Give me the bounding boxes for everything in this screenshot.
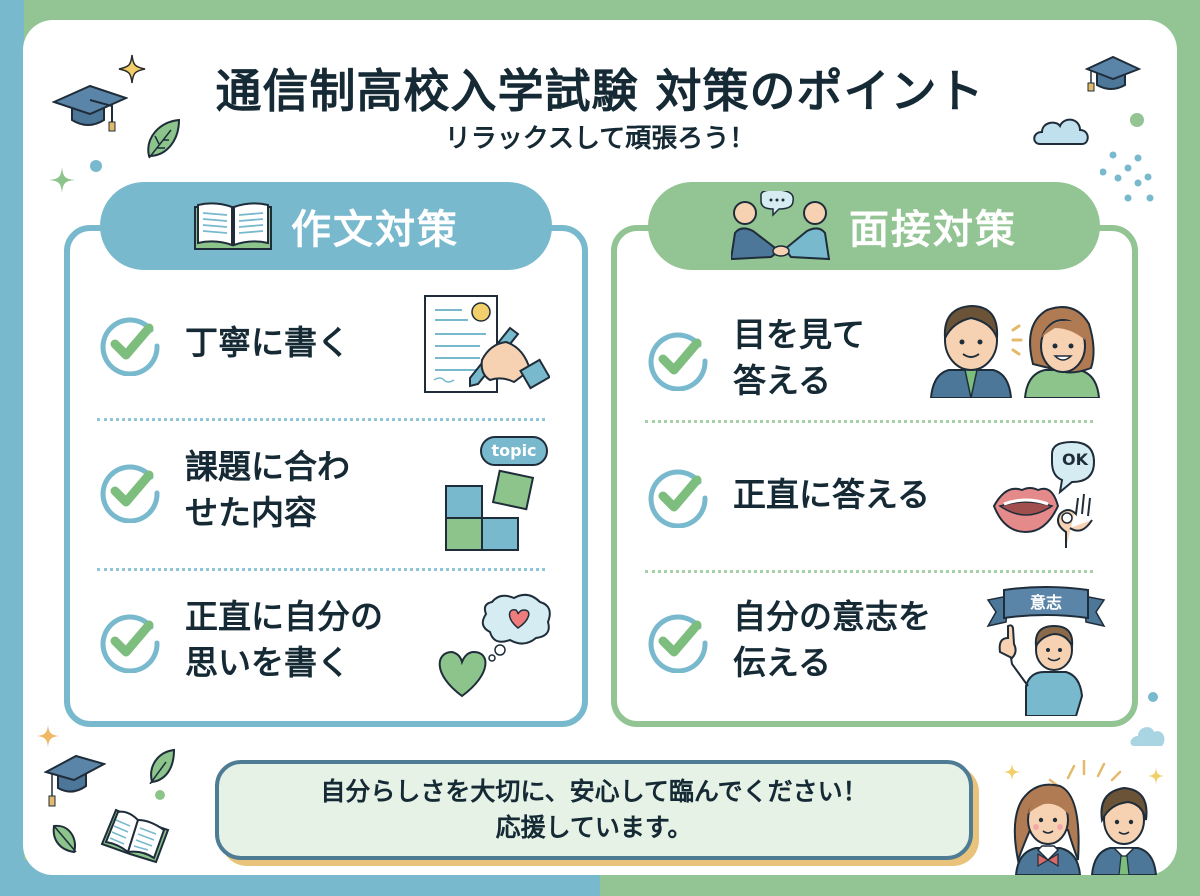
dot-decoration — [90, 160, 102, 172]
graduation-cap-icon — [1085, 55, 1141, 92]
footer-message-box: 自分らしさを大切に、安心して臨んでください！ 応援しています。 — [215, 760, 973, 860]
essay-header: 作文対策 — [100, 182, 552, 270]
open-book-icon — [100, 808, 170, 864]
essay-item-text: 課題に合わ せた内容 — [185, 447, 350, 532]
divider — [645, 570, 1093, 573]
ok-badge: OK — [1062, 450, 1088, 469]
page-subtitle: リラックスして頑張ろう！ — [444, 124, 756, 154]
writing-hand-illustration — [424, 295, 550, 393]
interview-header: 面接対策 — [648, 182, 1100, 270]
essay-item-text: 丁寧に書く — [185, 323, 350, 362]
divider — [97, 418, 545, 421]
check-circle-icon — [100, 317, 160, 376]
will-badge: 意志 — [1029, 593, 1062, 612]
leaf-icon — [147, 118, 181, 159]
dot-decoration — [155, 790, 165, 800]
interview-item-2: 正直に答える — [645, 462, 930, 528]
topic-badge: topic — [480, 436, 548, 466]
leaf-icon — [52, 824, 77, 854]
essay-item-2: 課題に合わ せた内容 — [97, 444, 350, 536]
puzzle-illustration: topic — [440, 434, 550, 554]
leaf-icon — [149, 748, 176, 784]
check-circle-icon — [648, 614, 708, 673]
graduation-cap-icon — [52, 84, 128, 132]
divider — [645, 420, 1093, 423]
mouth-ok-illustration: OK — [990, 440, 1104, 550]
cloud-icon — [1033, 118, 1089, 145]
students-illustration — [1004, 760, 1164, 875]
divider — [97, 568, 545, 571]
check-circle-icon — [100, 464, 160, 523]
page-title: 通信制高校入学試験 対策のポイント — [215, 64, 985, 118]
interview-item-text: 自分の意志を 伝える — [733, 597, 931, 682]
sparkle-icon — [118, 54, 146, 84]
interview-item-3: 自分の意志を 伝える — [645, 594, 931, 686]
essay-section-title: 作文対策 — [291, 207, 459, 253]
footer-line-1: 自分らしさを大切に、安心して臨んでください！ — [320, 777, 868, 806]
interview-item-text: 目を見て 答える — [733, 315, 865, 400]
sparkle-icon — [37, 725, 59, 747]
eye-contact-illustration — [929, 304, 1101, 398]
check-circle-icon — [100, 614, 160, 673]
dots-pattern-decoration — [1100, 151, 1154, 202]
open-book-icon — [194, 202, 272, 250]
essay-item-3: 正直に自分の 思いを書く — [97, 594, 383, 686]
will-banner-illustration: 意志 — [986, 586, 1106, 716]
check-circle-icon — [648, 332, 708, 391]
interview-section-title: 面接対策 — [849, 207, 1017, 253]
check-circle-icon — [648, 469, 708, 528]
essay-item-1: 丁寧に書く — [97, 310, 350, 376]
interview-item-text: 正直に答える — [733, 475, 931, 514]
graduation-cap-icon — [44, 754, 106, 807]
sparkle-green-icon — [49, 167, 75, 193]
cloud-icon — [1130, 727, 1165, 746]
essay-item-text: 正直に自分の 思いを書く — [185, 597, 383, 682]
dot-decoration — [1130, 113, 1144, 127]
background-blue-strip — [0, 0, 24, 896]
footer-line-2: 応援しています。 — [495, 813, 693, 842]
interview-item-1: 目を見て 答える — [645, 312, 865, 404]
heart-thought-illustration — [438, 593, 551, 698]
dot-decoration — [1148, 692, 1158, 702]
handshake-icon — [731, 191, 831, 261]
